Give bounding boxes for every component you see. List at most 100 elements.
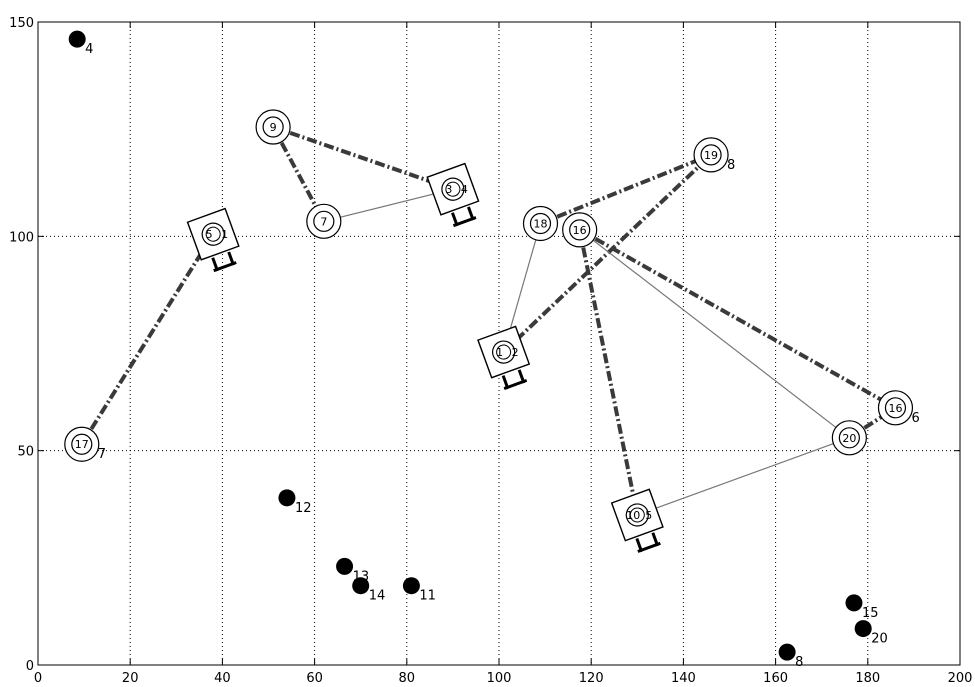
- ring-label: 20: [842, 432, 856, 445]
- robot-label: 5: [206, 228, 213, 241]
- robot: [610, 488, 664, 553]
- x-tick-label: 0: [34, 671, 42, 686]
- data-point: [854, 620, 872, 638]
- ring-inner: [884, 397, 907, 419]
- robot-side-label: 2: [512, 346, 519, 359]
- y-tick-label: 0: [26, 659, 34, 674]
- data-point: [336, 557, 354, 575]
- ring-side-label: 6: [911, 411, 919, 426]
- x-tick-label: 100: [487, 671, 512, 686]
- x-tick-label: 40: [214, 671, 231, 686]
- robot-side-label: 5: [645, 509, 652, 522]
- path-lines: [80, 125, 897, 516]
- data-point-label: 14: [369, 589, 386, 604]
- path-line-heavy: [80, 233, 215, 446]
- robot: [426, 162, 480, 228]
- ring-side-label: 7: [98, 447, 106, 462]
- robot-side-label: 1: [221, 228, 228, 241]
- ring-outer: [562, 212, 598, 248]
- data-point: [845, 594, 863, 612]
- robot-ring: [492, 340, 516, 364]
- ring-label: 18: [533, 217, 547, 230]
- x-tick-label: 180: [855, 671, 880, 686]
- path-line-thin: [637, 437, 850, 516]
- ring-inner: [838, 427, 860, 449]
- robot-foot: [452, 216, 477, 228]
- data-point-label: 4: [85, 42, 93, 57]
- robot-ring-inner: [629, 507, 645, 523]
- ring-label: 16: [888, 402, 902, 415]
- ring-outer: [522, 205, 559, 242]
- robot: [477, 325, 531, 391]
- path-line-thin: [323, 188, 454, 222]
- ring-outer: [877, 390, 914, 426]
- grid-lines: [38, 22, 960, 665]
- data-point: [68, 30, 86, 48]
- robot-leg: [517, 369, 526, 384]
- data-point-label: 15: [862, 606, 879, 621]
- robot-leg: [501, 375, 510, 390]
- ring-side-label: 8: [727, 158, 735, 173]
- robot-ring: [201, 222, 225, 246]
- ring-label: 7: [320, 215, 327, 228]
- robot-ring-inner: [205, 226, 221, 242]
- ring-label: 9: [270, 121, 277, 134]
- ring-inner: [529, 212, 552, 235]
- data-point-label: 20: [871, 632, 888, 647]
- ring-label: 17: [75, 438, 89, 451]
- y-tick-label: 100: [9, 230, 34, 245]
- ring-inner: [313, 210, 335, 232]
- ring-outer: [255, 109, 291, 145]
- data-point: [778, 643, 796, 661]
- robot-leg: [451, 212, 459, 227]
- path-line-heavy: [577, 229, 640, 516]
- robot-label: 3: [445, 183, 452, 196]
- y-axis: 0 50 100 150: [9, 16, 960, 674]
- ring-label: 16: [573, 224, 587, 237]
- ring-inner: [262, 116, 284, 138]
- robot-label: 10: [626, 509, 640, 522]
- robot-ring: [625, 503, 649, 527]
- path-line-heavy: [272, 125, 454, 192]
- data-point-label: 8: [795, 655, 803, 670]
- robot-body: [186, 207, 240, 261]
- ring-inner: [700, 144, 722, 166]
- data-point: [352, 577, 370, 595]
- data-point-label: 12: [295, 501, 312, 516]
- data-point-label: 11: [419, 589, 436, 604]
- path-line-heavy: [578, 228, 897, 410]
- y-tick-label: 150: [9, 16, 34, 31]
- robot-leg: [467, 206, 475, 221]
- ring-outer: [693, 137, 729, 173]
- path-line-thin: [579, 229, 850, 439]
- robot-foot: [213, 261, 237, 273]
- ring-markers: 9 7 17 7 19 8 18 16 16 6 20: [64, 109, 920, 462]
- data-point: [402, 577, 420, 595]
- ring-outer: [64, 426, 100, 462]
- robot-leg: [211, 257, 219, 272]
- ring-outer: [306, 203, 342, 239]
- robot-leg: [635, 538, 644, 553]
- ring-inner: [71, 433, 93, 455]
- x-tick-label: 120: [579, 671, 604, 686]
- robot-leg: [651, 532, 660, 547]
- robot-leg: [227, 251, 235, 266]
- robot-ring: [441, 177, 465, 201]
- robot-body: [477, 325, 531, 379]
- data-point: [278, 489, 296, 507]
- robot-foot: [637, 541, 661, 553]
- y-tick-label: 50: [17, 445, 34, 460]
- ring-inner: [569, 219, 591, 241]
- x-tick-label: 20: [122, 671, 139, 686]
- path-line-heavy: [539, 153, 712, 226]
- path-line-heavy: [502, 153, 713, 354]
- x-tick-label: 60: [306, 671, 323, 686]
- robot-body: [426, 162, 480, 216]
- robot: [186, 207, 240, 273]
- x-tick-label: 200: [948, 671, 973, 686]
- ring-label: 19: [704, 149, 718, 162]
